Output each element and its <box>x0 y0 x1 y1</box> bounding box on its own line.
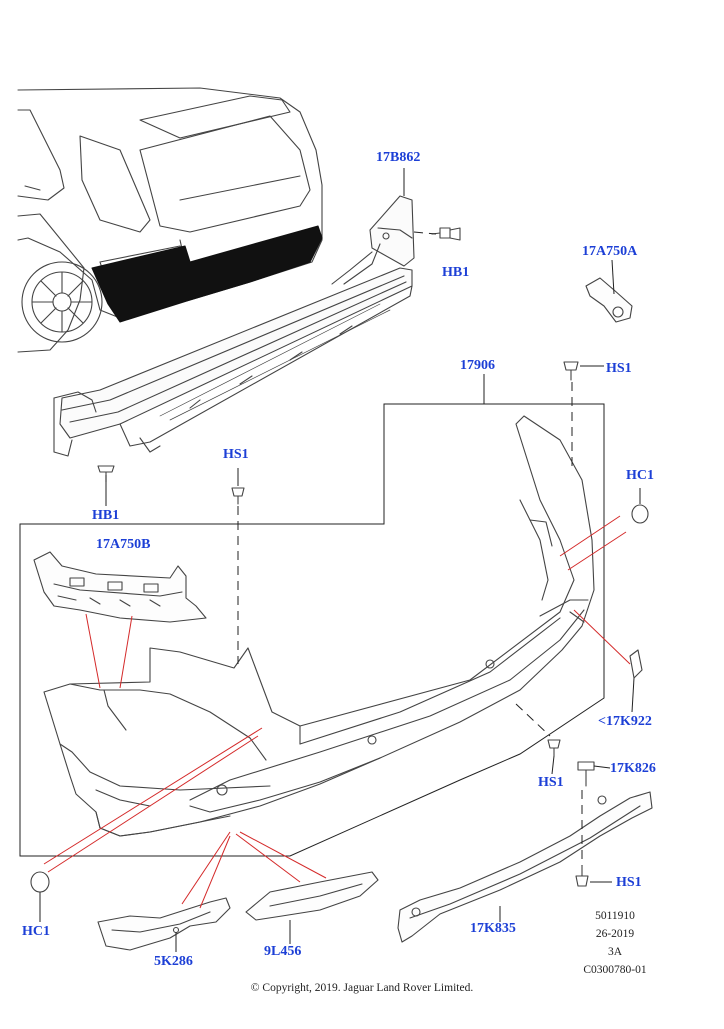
label-17a750a: 17A750A <box>582 244 638 259</box>
clip-hc1-right <box>631 504 649 524</box>
bracket-17a750b <box>33 551 207 623</box>
label-17k826: 17K826 <box>610 761 656 776</box>
assembly-lines <box>105 231 583 866</box>
fastener-hs1-bottom <box>575 865 589 887</box>
label-17k835: 17K835 <box>470 921 516 936</box>
label-hc1-right: HC1 <box>626 468 654 483</box>
label-hs1-mid: HS1 <box>223 447 249 462</box>
label-hs1-lower: HS1 <box>538 775 564 790</box>
fastener-hs1-mid <box>231 487 245 505</box>
label-hb1-left: HB1 <box>92 508 120 523</box>
label-hs1-bottom: HS1 <box>616 875 642 890</box>
vehicle-outline <box>17 87 323 353</box>
label-17k922: <17K922 <box>598 714 652 729</box>
clip-hc1-left <box>30 871 50 893</box>
label-9l456: 9L456 <box>264 944 302 959</box>
red-leader-lines <box>43 515 631 909</box>
reflector-17k922 <box>629 649 643 679</box>
fastener-hb1-right <box>431 227 461 241</box>
drawing-ref-line-1: 5011910 <box>595 910 635 922</box>
group-boundary <box>19 403 605 857</box>
panel-5k286 <box>97 897 231 951</box>
label-5k286: 5K286 <box>154 954 193 969</box>
trim-9l456 <box>245 871 379 921</box>
copyright-notice: © Copyright, 2019. Jaguar Land Rover Lim… <box>250 982 474 994</box>
fastener-hs1-lower <box>547 739 561 757</box>
vehicle-bumper-highlight <box>91 225 323 323</box>
drawing-ref-line-4: C0300780-01 <box>583 964 647 976</box>
bumper-reinforcement-beam <box>53 195 415 457</box>
bumper-cover <box>43 415 595 837</box>
label-17b862: 17B862 <box>376 150 421 165</box>
drawing-ref-line-2: 26-2019 <box>595 928 635 940</box>
skid-plate-17k835 <box>397 791 653 943</box>
bracket-17a750a <box>585 277 633 323</box>
label-17906: 17906 <box>460 358 495 373</box>
clip-17k826 <box>577 761 595 787</box>
label-leaders <box>39 168 641 952</box>
fastener-hs1-top <box>563 361 579 381</box>
label-hs1-top: HS1 <box>606 361 632 376</box>
label-hb1-right: HB1 <box>442 265 470 280</box>
drawing-ref-line-3: 3A <box>607 946 623 958</box>
label-17a750b: 17A750B <box>96 537 151 552</box>
label-hc1-left: HC1 <box>22 924 50 939</box>
